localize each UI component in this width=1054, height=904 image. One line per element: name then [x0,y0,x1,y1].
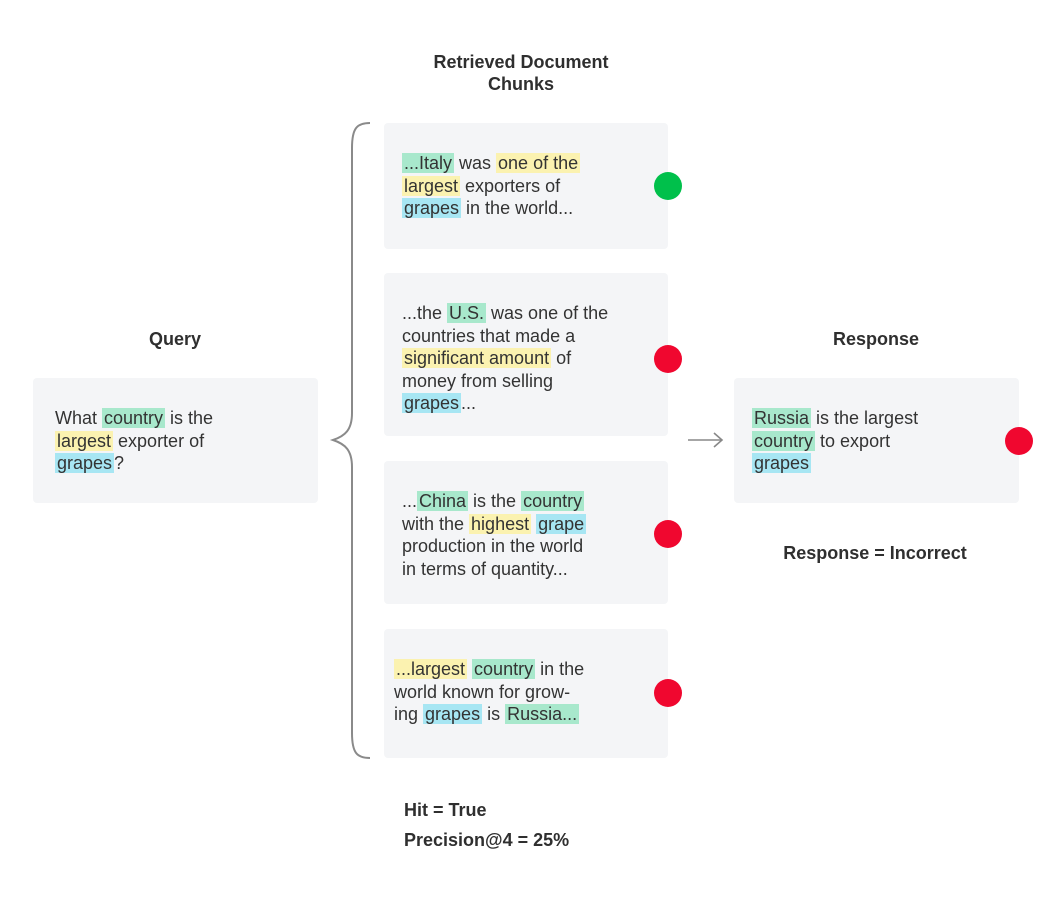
highlighted-term: highest [469,513,532,534]
text-line: ...Italy was one of the [402,152,581,175]
highlighted-term: largest [55,430,114,451]
text-line: production in the world [402,535,586,558]
text-segment: to export [815,430,891,451]
precision-metric: Precision@4 = 25% [404,830,570,850]
text-segment: ? [114,453,125,473]
highlighted-term: grapes [55,453,115,473]
text-line: grapes? [55,452,213,475]
response-status-dot [1005,427,1033,455]
text-line: ...China is the country [402,490,586,513]
chunk-1-status-dot [654,172,682,200]
highlighted-term: country [521,491,585,511]
highlighted-term: grape [536,513,587,534]
text-segment: was [454,153,497,173]
text-segment: production in the world [402,536,584,556]
highlighted-term: significant amount [402,348,552,368]
text-line: grapes in the world... [402,197,580,220]
text-line: in terms of quantity... [402,558,586,581]
text-line: grapes [752,452,918,475]
highlighted-term: country [472,659,536,679]
chunk-4-status-dot [654,679,682,707]
text-line: Russia is the largest [752,407,918,430]
text-line: What country is the [55,407,213,430]
text-segment: ing [394,704,424,724]
text-segment: What [55,408,103,428]
highlighted-term: ...largest [394,659,468,679]
text-segment: exporter of [113,430,205,451]
highlighted-term: U.S. [447,303,487,323]
text-segment: in terms of quantity... [402,558,568,579]
arrow-right-icon [688,432,724,448]
retrieved-chunks-heading: Retrieved Document Chunks [433,52,609,94]
text-segment: countries that made a [402,325,576,346]
text-segment: is [482,704,506,724]
text-line: significant amount of [402,347,608,370]
text-line: countries that made a [402,325,608,348]
query-heading: Query [148,329,202,349]
grouping-brace [329,122,371,759]
highlighted-term: grapes [752,453,812,473]
text-segment: exporters of [460,175,561,196]
text-line: grapes... [402,392,608,415]
text-line: money from selling [402,370,608,393]
highlighted-term: grapes [402,198,462,218]
text-segment: was one of the [486,303,609,323]
text-segment: is the [468,491,522,511]
text-segment: world known for grow- [394,681,571,702]
text-line: ...the U.S. was one of the [402,302,608,325]
hit-metric: Hit = True [404,800,487,820]
text-line: country to export [752,430,918,453]
highlighted-term: China [417,491,469,511]
highlighted-term: country [752,430,816,451]
chunk-2-status-dot [654,345,682,373]
text-segment: money from selling [402,370,554,391]
text-segment: with the [402,513,470,534]
highlighted-term: Russia [752,408,812,428]
highlighted-term: Russia... [505,704,580,724]
highlighted-term: grapes [402,393,462,413]
highlighted-term: largest [402,175,461,196]
highlighted-term: one of the [496,153,581,173]
highlighted-term: ...Italy [402,153,455,173]
text-segment: in the world... [461,198,574,218]
response-heading: Response [832,329,920,349]
text-line: world known for grow- [394,681,584,704]
text-line: with the highest grape [402,513,587,536]
text-segment: ... [461,393,477,413]
response-verdict: Response = Incorrect [783,543,967,563]
text-segment: is the largest [811,408,919,428]
text-line: largest exporters of [402,175,580,198]
text-line: ing grapes is Russia... [394,703,584,726]
chunk-3-status-dot [654,520,682,548]
highlighted-term: country [102,408,166,428]
text-segment: ... [402,491,418,511]
text-segment: of [551,348,572,368]
text-segment: in the [535,659,585,679]
highlighted-term: grapes [423,704,483,724]
text-line: largest exporter of [55,430,213,453]
text-segment: is the [165,408,214,428]
text-segment: ...the [402,303,448,323]
text-line: ...largest country in the [394,658,584,681]
